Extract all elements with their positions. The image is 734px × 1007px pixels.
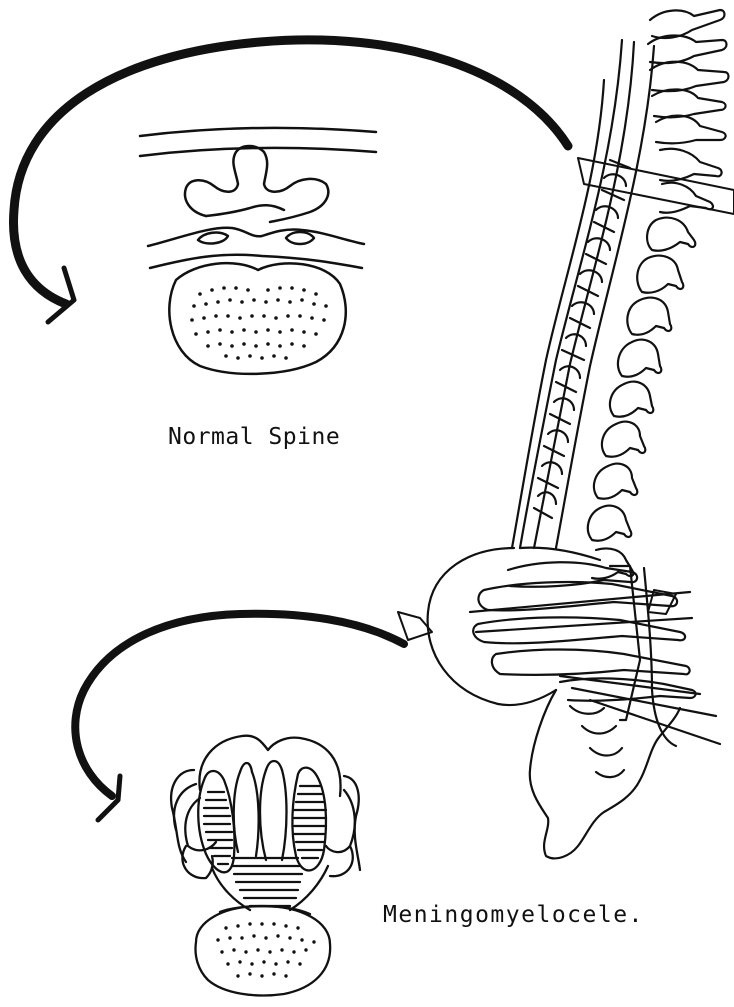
normal-spine-cross-section bbox=[140, 128, 376, 374]
normal-spine-arrow bbox=[13, 40, 568, 322]
vertebral-body-stipple bbox=[190, 286, 328, 360]
lesion-body-stipple bbox=[216, 922, 315, 977]
meningomyelocele-arrow bbox=[75, 614, 404, 820]
spine-lateral-view bbox=[512, 10, 734, 579]
normal-spine-label: Normal Spine bbox=[168, 424, 340, 450]
meningomyelocele-sac bbox=[398, 548, 720, 859]
meningomyelocele-label: Meningomyelocele. bbox=[383, 902, 644, 928]
meningomyelocele-cross-section bbox=[171, 736, 360, 996]
